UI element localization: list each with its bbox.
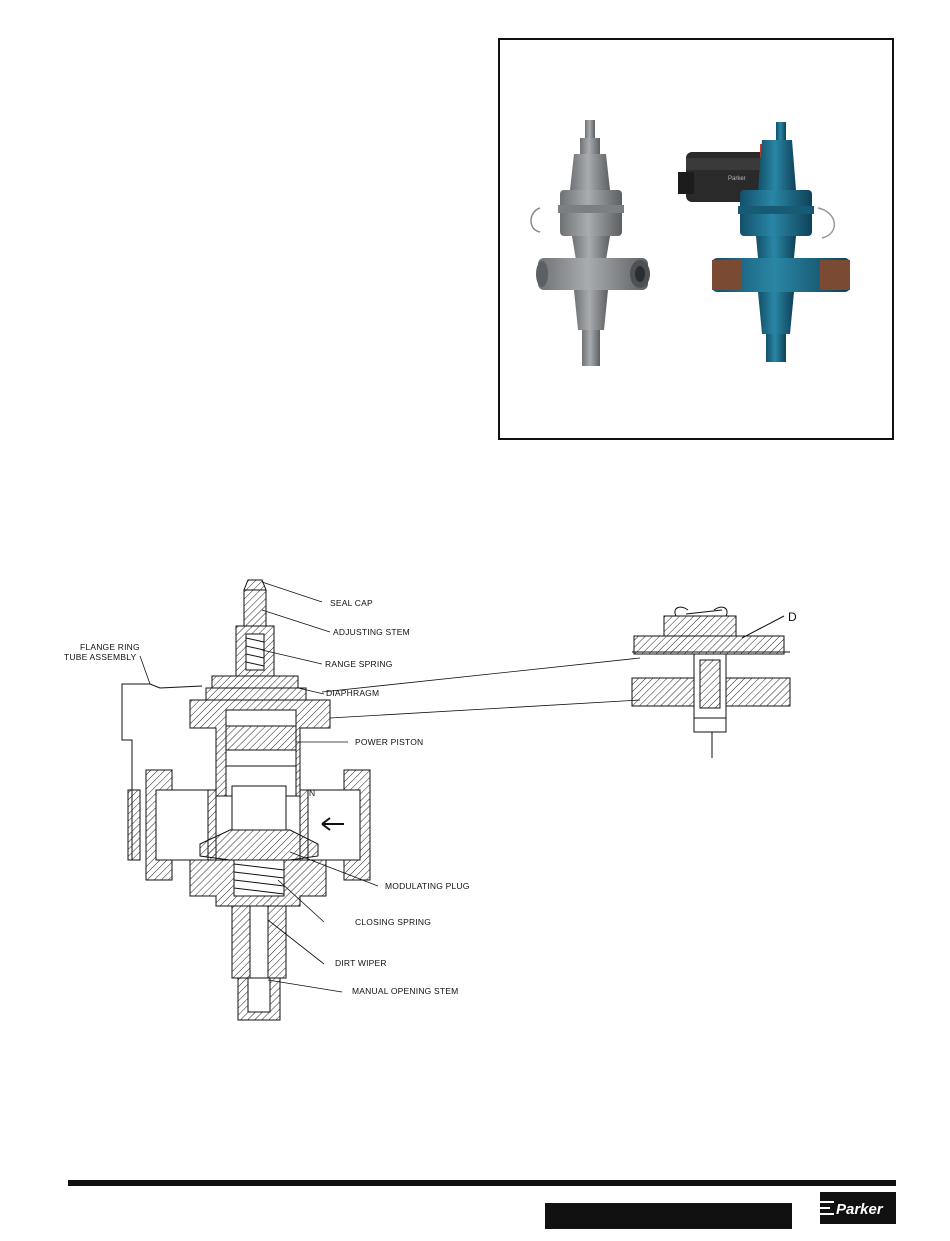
solenoid-label: Parker bbox=[728, 176, 746, 182]
callout-closing-spring: CLOSING SPRING bbox=[355, 917, 431, 927]
gray-regulator-valve bbox=[531, 120, 650, 366]
detail-view bbox=[632, 607, 790, 758]
blue-solenoid-valve: Parker bbox=[678, 122, 850, 362]
callout-range-spring: RANGE SPRING bbox=[325, 659, 393, 669]
callout-modulating-plug: MODULATING PLUG bbox=[385, 881, 470, 891]
callout-dirt-wiper: DIRT WIPER bbox=[335, 958, 387, 968]
callout-seal-cap: SEAL CAP bbox=[330, 598, 373, 608]
callout-flange-ring-line1: FLANGE RING bbox=[80, 642, 140, 652]
callout-port-n: N bbox=[309, 788, 315, 798]
callout-adjusting-stem: ADJUSTING STEM bbox=[333, 627, 410, 637]
product-photo: Parker bbox=[500, 40, 892, 438]
footer-bar bbox=[545, 1203, 792, 1229]
callout-manual-opening-stem: MANUAL OPENING STEM bbox=[352, 986, 458, 996]
callout-flange-ring-line2: TUBE ASSEMBLY bbox=[64, 652, 136, 662]
product-photo-frame: Parker bbox=[498, 38, 894, 440]
callout-detail-mark: D bbox=[788, 612, 797, 622]
callout-diaphragm: DIAPHRAGM bbox=[326, 688, 379, 698]
logo-text: Parker bbox=[836, 1201, 884, 1218]
valve-cross-section-drawing bbox=[0, 560, 950, 1040]
callout-power-piston: POWER PISTON bbox=[355, 737, 423, 747]
parker-logo: Parker bbox=[820, 1192, 896, 1224]
footer-rule bbox=[68, 1180, 896, 1186]
